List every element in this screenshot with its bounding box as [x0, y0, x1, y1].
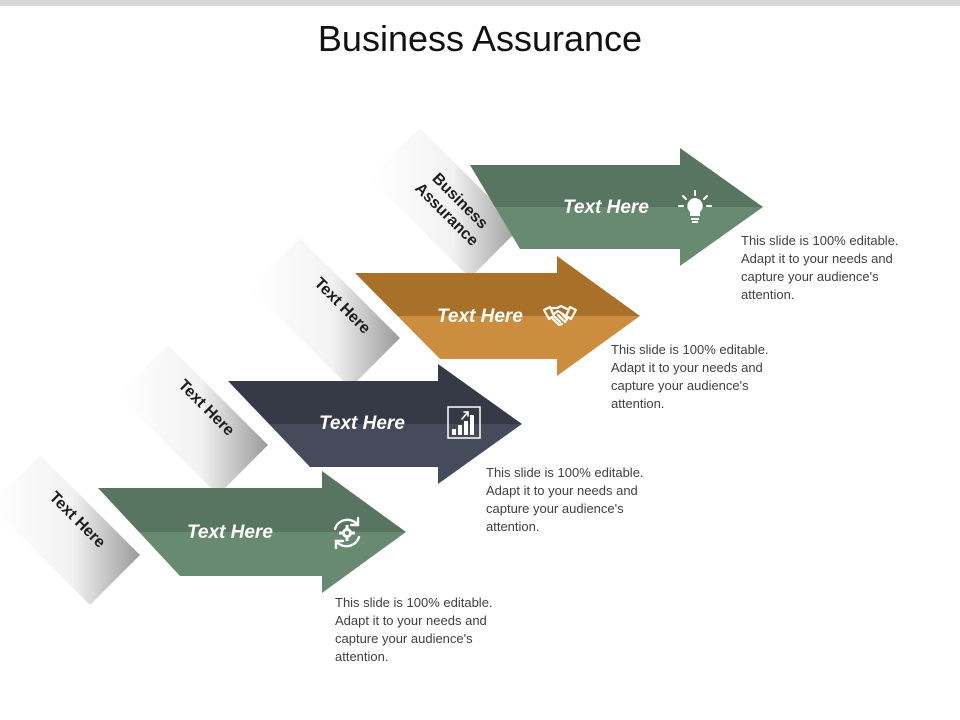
arrow-3 [228, 364, 522, 484]
arrow-2 [355, 256, 640, 376]
step-3-description: This slide is 100% editable. Adapt it to… [486, 465, 644, 534]
gear-cycle-icon [333, 516, 361, 550]
handshake-icon [542, 304, 578, 327]
arrow-1 [470, 148, 763, 266]
tab-shadow-1 [370, 128, 520, 278]
bar-chart-icon [447, 406, 481, 439]
arrow-label-1: Text Here [563, 197, 649, 218]
step-2-description: This slide is 100% editable. Adapt it to… [611, 342, 769, 411]
arrow-label-2: Text Here [437, 306, 523, 327]
step-4-description: This slide is 100% editable. Adapt it to… [335, 595, 493, 664]
top-bar [0, 0, 960, 6]
tab-shadow-2 [250, 238, 400, 388]
arrow-label-4: Text Here [187, 522, 273, 543]
arrow-label-3: Text Here [319, 413, 405, 434]
tab-shadow-4 [0, 455, 140, 605]
arrow-4 [98, 471, 406, 593]
tab-shadow-3 [118, 345, 268, 495]
slide-title: Business Assurance [317, 18, 643, 59]
step-1-description: This slide is 100% editable. Adapt it to… [741, 233, 899, 302]
lightbulb-icon [678, 190, 712, 223]
